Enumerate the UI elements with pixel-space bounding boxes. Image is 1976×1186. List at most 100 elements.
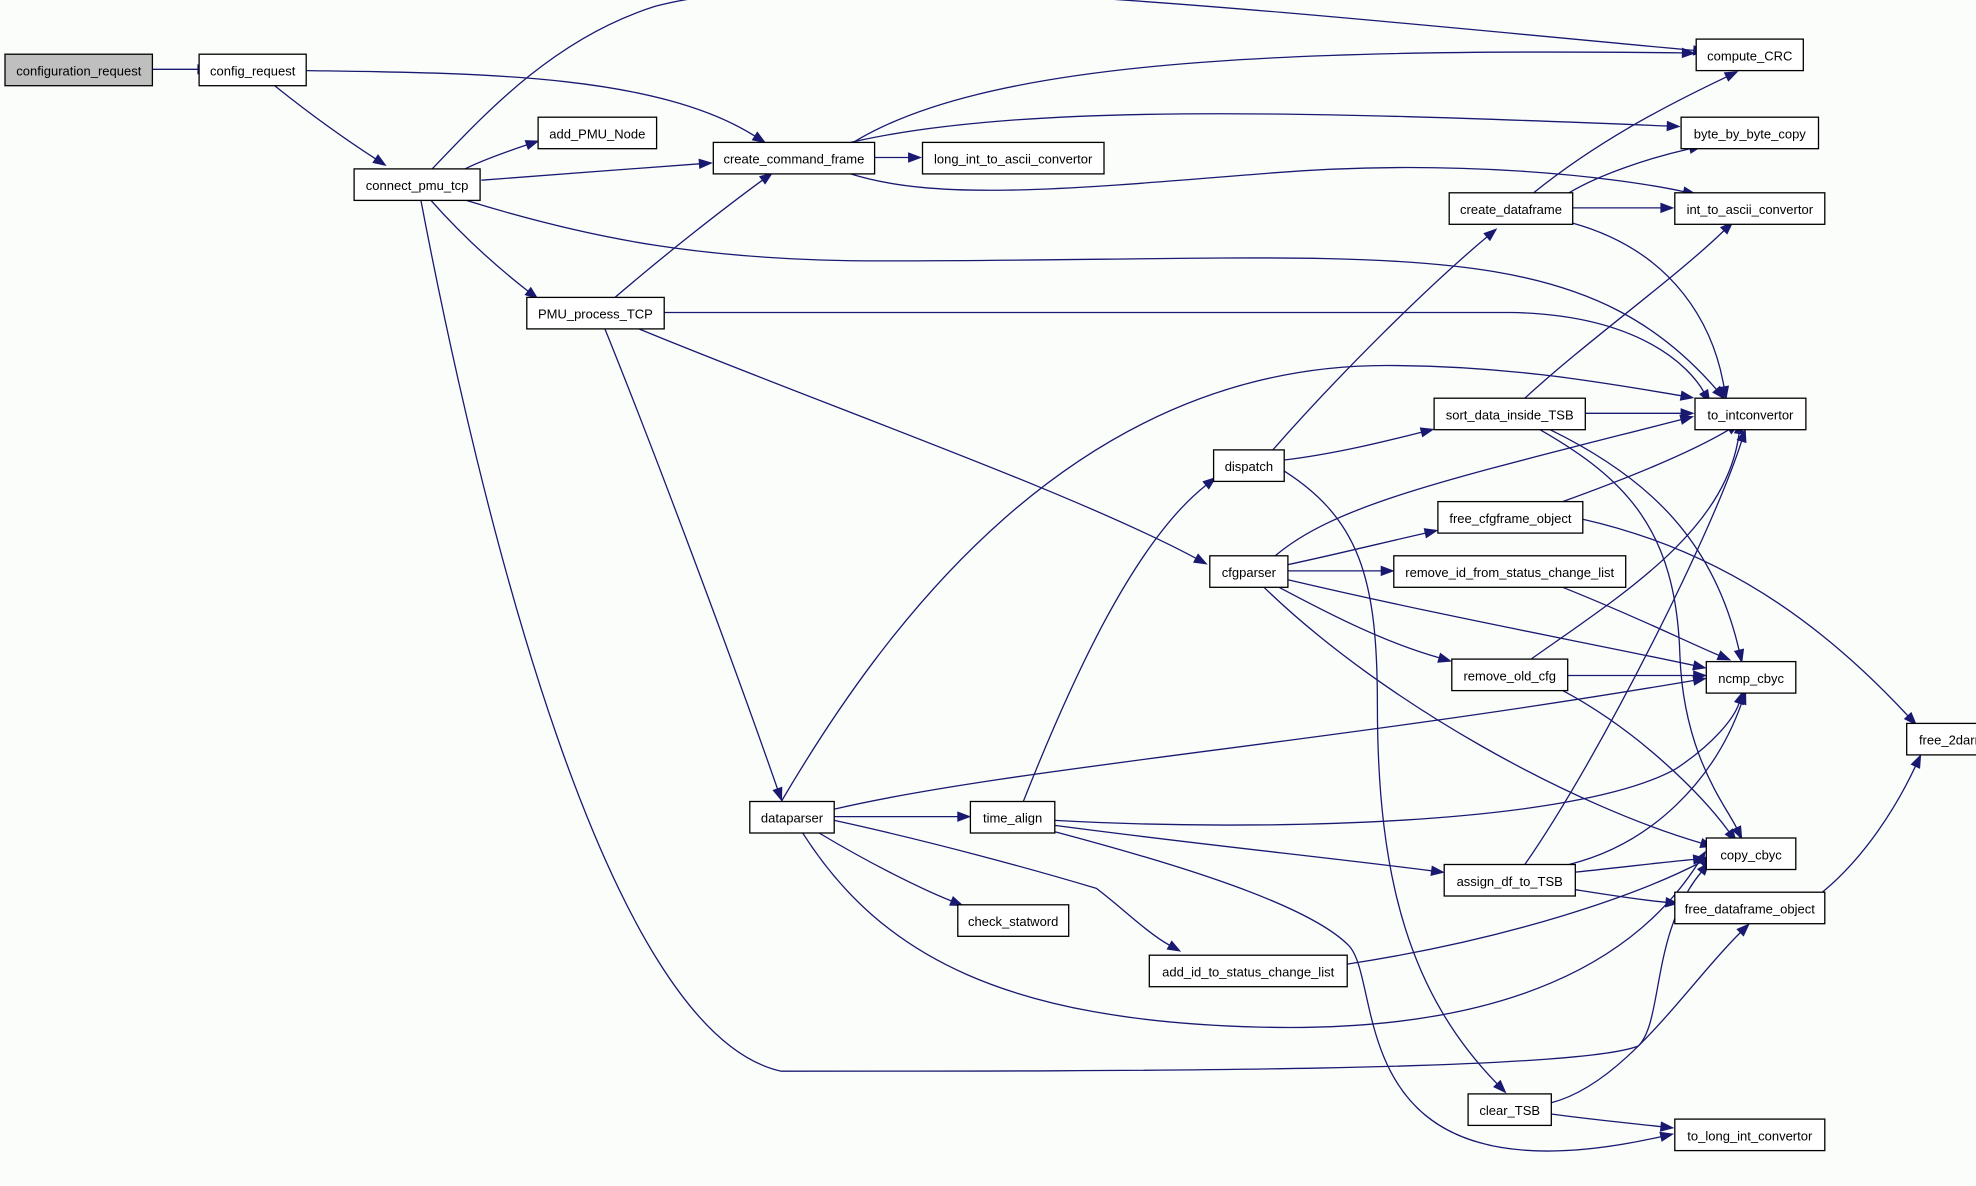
- node-box: [4, 53, 154, 87]
- node-dataparser[interactable]: dataparser: [749, 800, 835, 834]
- arrowhead: [1731, 825, 1743, 841]
- node-add_PMU_Node[interactable]: add_PMU_Node: [537, 116, 658, 150]
- node-label: time_align: [983, 811, 1042, 826]
- node-box: [1705, 837, 1797, 871]
- node-label: create_command_frame: [723, 152, 864, 167]
- node-label: int_to_ascii_convertor: [1687, 202, 1814, 217]
- arrowhead: [1665, 897, 1680, 908]
- arrowhead: [1202, 476, 1217, 490]
- node-box: [749, 800, 835, 834]
- node-check_statword[interactable]: check_statword: [957, 904, 1070, 937]
- node-to_long_int_convertor[interactable]: to_long_int_convertor: [1674, 1118, 1826, 1152]
- node-long_int_to_ascii_convertor[interactable]: long_int_to_ascii_convertor: [921, 141, 1105, 175]
- node-cfgparser[interactable]: cfgparser: [1209, 555, 1289, 588]
- node-label: config_request: [210, 63, 296, 78]
- node-compute_CRC[interactable]: compute_CRC: [1695, 38, 1804, 72]
- arrowhead: [1659, 1121, 1675, 1132]
- arrowhead: [1718, 385, 1730, 401]
- node-ncmp_cbyc[interactable]: ncmp_cbyc: [1705, 660, 1797, 694]
- node-box: [1674, 1118, 1826, 1152]
- edge-cfgparser-to-to_intconvertor: [1274, 414, 1695, 557]
- edge-line: [466, 199, 1717, 390]
- arrowhead: [1736, 428, 1747, 444]
- arrowhead: [1692, 660, 1707, 671]
- node-add_id_to_status_change_list[interactable]: add_id_to_status_change_list: [1148, 954, 1348, 988]
- arrowhead: [1166, 940, 1182, 952]
- node-free_2darray[interactable]: free_2darray: [1906, 722, 1976, 756]
- node-byte_by_byte_copy[interactable]: byte_by_byte_copy: [1680, 116, 1820, 150]
- node-free_dataframe_object[interactable]: free_dataframe_object: [1674, 891, 1826, 925]
- edge-line: [1276, 465, 1498, 1085]
- node-copy_cbyc[interactable]: copy_cbyc: [1705, 837, 1797, 871]
- edge-cfgparser-to-remove_id_from_status_change_list: [1287, 565, 1395, 577]
- edge-dataparser-to-ncmp_cbyc: [834, 675, 1707, 810]
- node-remove_id_from_status_change_list[interactable]: remove_id_from_status_change_list: [1393, 555, 1627, 588]
- node-to_intconvertor[interactable]: to_intconvertor: [1694, 397, 1807, 431]
- edge-line: [1272, 236, 1488, 451]
- node-clear_TSB[interactable]: clear_TSB: [1467, 1093, 1552, 1127]
- node-configuration_request[interactable]: configuration_request: [4, 53, 154, 87]
- node-box: [1906, 722, 1976, 756]
- edge-line: [1562, 429, 1730, 503]
- edge-sort_data_inside_TSB-to-copy_cbyc: [1539, 429, 1743, 841]
- node-connect_pmu_tcp[interactable]: connect_pmu_tcp: [353, 168, 481, 202]
- edge-PMU_process_TCP-to-create_command_frame: [614, 172, 774, 298]
- edge-cfgparser-to-ncmp_cbyc: [1287, 579, 1707, 671]
- edge-line: [1287, 532, 1426, 566]
- node-box: [1448, 192, 1574, 225]
- edge-line: [420, 200, 1702, 1072]
- arrowhead: [1666, 120, 1681, 132]
- node-box: [1148, 954, 1348, 988]
- node-label: compute_CRC: [1707, 48, 1792, 63]
- node-label: create_dataframe: [1460, 202, 1562, 217]
- edge-create_command_frame-to-compute_CRC: [852, 47, 1696, 143]
- edge-line: [1551, 932, 1741, 1104]
- edge-PMU_process_TCP-to-cfgparser: [638, 328, 1208, 565]
- node-label: remove_old_cfg: [1463, 668, 1556, 683]
- node-sort_data_inside_TSB[interactable]: sort_data_inside_TSB: [1433, 397, 1586, 431]
- edge-assign_df_to_TSB-to-free_dataframe_object: [1575, 889, 1680, 908]
- node-label: free_2darray: [1919, 733, 1976, 748]
- node-label: free_cfgframe_object: [1449, 511, 1572, 526]
- arrowhead: [751, 131, 767, 144]
- node-assign_df_to_TSB[interactable]: assign_df_to_TSB: [1443, 863, 1576, 897]
- edge-line: [1287, 579, 1694, 667]
- node-free_cfgframe_object[interactable]: free_cfgframe_object: [1437, 500, 1584, 534]
- node-remove_old_cfg[interactable]: remove_old_cfg: [1451, 658, 1569, 692]
- node-PMU_process_TCP[interactable]: PMU_process_TCP: [526, 296, 665, 330]
- edge-dataparser-to-time_align: [834, 811, 972, 822]
- arrowhead: [772, 786, 783, 802]
- edge-create_dataframe-to-byte_by_byte_copy: [1568, 143, 1703, 194]
- edge-config_request-to-connect_pmu_tcp: [274, 85, 387, 167]
- node-label: clear_TSB: [1479, 1103, 1540, 1118]
- arrowhead: [1659, 1131, 1675, 1142]
- arrowhead: [1692, 675, 1707, 686]
- edge-line: [1284, 431, 1422, 461]
- edge-line: [1022, 484, 1207, 802]
- node-config_request[interactable]: config_request: [198, 53, 307, 87]
- edge-time_align-to-assign_df_to_TSB: [1054, 824, 1445, 876]
- arrowhead: [957, 811, 972, 822]
- edge-line: [430, 199, 529, 292]
- node-label: remove_id_from_status_change_list: [1405, 565, 1614, 580]
- edge-create_command_frame-to-long_int_to_ascii_convertor: [874, 152, 923, 163]
- edge-create_command_frame-to-byte_by_byte_copy: [850, 113, 1681, 144]
- node-dispatch[interactable]: dispatch: [1212, 449, 1285, 483]
- arrowhead: [1437, 652, 1453, 663]
- edge-time_align-to-to_long_int_convertor: [1054, 831, 1675, 1152]
- node-create_command_frame[interactable]: create_command_frame: [712, 141, 876, 175]
- edge-sort_data_inside_TSB-to-to_intconvertor: [1585, 408, 1695, 419]
- arrowhead: [1419, 427, 1435, 438]
- node-time_align[interactable]: time_align: [969, 800, 1056, 834]
- node-int_to_ascii_convertor[interactable]: int_to_ascii_convertor: [1674, 192, 1826, 225]
- edge-dataparser-to-add_id_to_status_change_list: [834, 819, 1182, 952]
- node-label: check_statword: [968, 914, 1058, 929]
- edge-free_dataframe_object-to-free_2darray: [1821, 754, 1922, 893]
- node-box: [537, 116, 658, 150]
- node-box: [353, 168, 481, 202]
- edge-sort_data_inside_TSB-to-int_to_ascii_convertor: [1524, 221, 1734, 399]
- arrowhead: [1380, 565, 1395, 577]
- node-create_dataframe[interactable]: create_dataframe: [1448, 192, 1574, 225]
- node-box: [1705, 660, 1797, 694]
- node-box: [1437, 500, 1584, 534]
